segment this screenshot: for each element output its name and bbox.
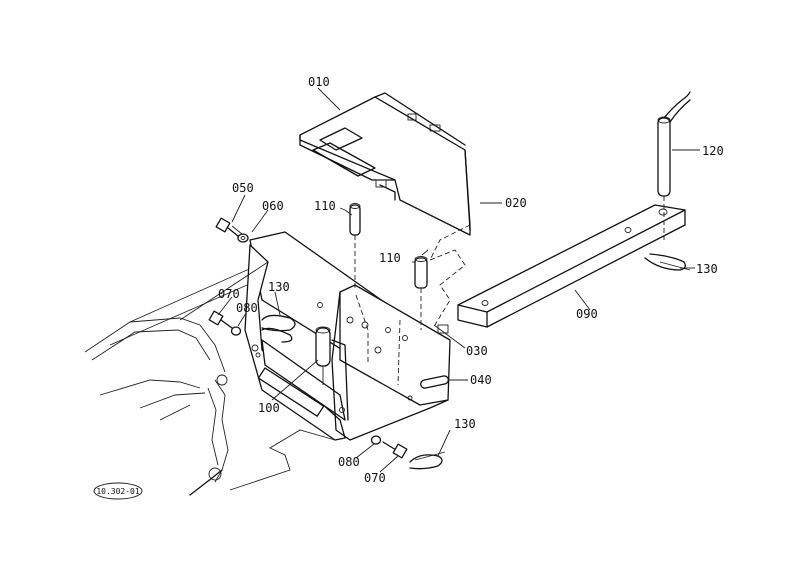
label-080-left: 080 bbox=[236, 301, 258, 315]
label-060: 060 bbox=[262, 199, 284, 213]
pin-120-part bbox=[657, 91, 691, 240]
label-120: 120 bbox=[702, 144, 724, 158]
bar-090-part bbox=[457, 204, 686, 328]
label-130-right: 130 bbox=[696, 262, 718, 276]
label-110-right: 110 bbox=[379, 251, 401, 265]
frame-edge-lower bbox=[229, 429, 336, 491]
reference-code-oval bbox=[93, 482, 143, 500]
label-040: 040 bbox=[470, 373, 492, 387]
bracket-assembly bbox=[244, 231, 451, 441]
washer-060-part bbox=[237, 233, 249, 243]
bolt-050-part bbox=[215, 217, 243, 237]
washer-080-bottom-part bbox=[370, 435, 382, 445]
label-070-bottom: 070 bbox=[364, 471, 386, 485]
label-100: 100 bbox=[258, 401, 280, 415]
label-070-left: 070 bbox=[218, 287, 240, 301]
pin-110-right-part bbox=[414, 249, 429, 330]
label-050: 050 bbox=[232, 181, 254, 195]
leader-lines bbox=[217, 87, 700, 473]
bolt-070-left-part bbox=[208, 310, 233, 329]
label-080-bottom: 080 bbox=[338, 455, 360, 469]
frame-edge-line bbox=[179, 261, 269, 321]
label-130-left: 130 bbox=[268, 280, 290, 294]
pin-110-left-part bbox=[344, 203, 361, 290]
bolt-070-bottom-part bbox=[382, 441, 408, 459]
clip-130-bottom-part bbox=[409, 451, 446, 470]
pin-100-part bbox=[315, 326, 331, 385]
washer-080-left-part bbox=[230, 326, 242, 336]
clip-130-left-part bbox=[261, 314, 296, 343]
label-090: 090 bbox=[576, 307, 598, 321]
clip-130-right-part bbox=[644, 253, 691, 271]
label-010: 010 bbox=[308, 75, 330, 89]
label-130-bottom: 130 bbox=[454, 417, 476, 431]
label-020: 020 bbox=[505, 196, 527, 210]
cover-010-part bbox=[299, 92, 471, 326]
tractor-frame-outline bbox=[84, 261, 271, 496]
reference-code: 10.302-01 bbox=[96, 487, 140, 496]
label-030: 030 bbox=[466, 344, 488, 358]
label-110-left: 110 bbox=[314, 199, 336, 213]
